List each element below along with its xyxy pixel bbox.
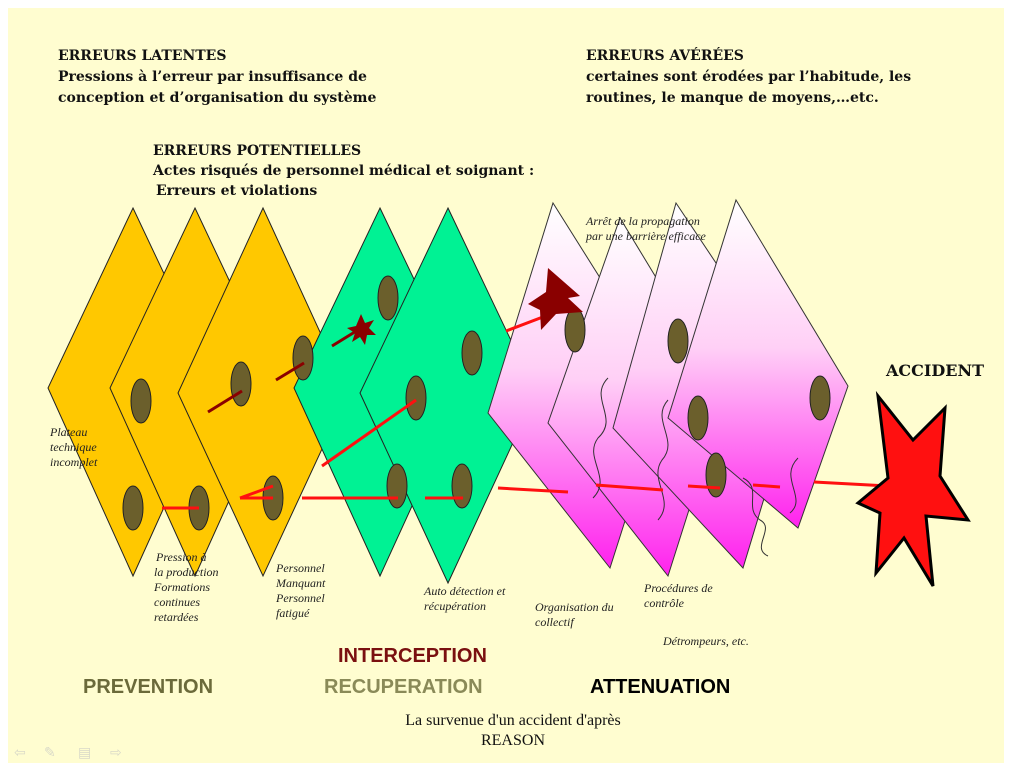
error-path-main bbox=[813, 480, 889, 488]
hole bbox=[405, 375, 427, 421]
proven-errors-line-2: routines, le manque de moyens,…etc. bbox=[586, 90, 879, 106]
proven-errors-line-1: certaines sont érodées par l’habitude, l… bbox=[586, 69, 912, 85]
stopped-arrow-icon bbox=[528, 268, 583, 330]
organisation-note-line-1: Organisation du bbox=[535, 600, 614, 614]
error-path-main bbox=[687, 484, 721, 490]
hole bbox=[386, 463, 408, 509]
phase-prevention: PREVENTION bbox=[83, 676, 214, 698]
pression-note-line-5: retardées bbox=[154, 610, 199, 624]
hole bbox=[461, 330, 483, 376]
latent-errors-title: ERREURS LATENTES bbox=[58, 48, 227, 64]
erosion-line-3 bbox=[742, 477, 769, 557]
potential-errors-title: ERREURS POTENTIELLES bbox=[153, 143, 362, 159]
personnel-note-line-4: fatigué bbox=[276, 606, 310, 620]
caption-line-2: REASON bbox=[480, 732, 545, 749]
phase-recuperation: RECUPERATION bbox=[324, 676, 483, 698]
blocked-path-3 bbox=[331, 328, 359, 348]
barrier-note-line-2: par une barrière efficace bbox=[586, 229, 706, 243]
hole bbox=[230, 361, 252, 407]
pression-note-line-1: Pression à bbox=[156, 550, 207, 564]
error-path-main bbox=[752, 483, 781, 489]
pression-note-line-4: continues bbox=[154, 595, 200, 609]
error-path-main bbox=[595, 483, 664, 492]
error-path-2 bbox=[321, 398, 417, 468]
hole bbox=[451, 463, 473, 509]
pen-icon[interactable]: ✎ bbox=[44, 745, 56, 761]
error-path-main bbox=[239, 484, 274, 500]
accident-star-icon bbox=[855, 390, 971, 587]
accident-label: ACCIDENT bbox=[886, 361, 984, 380]
personnel-note-line-1: Personnel bbox=[276, 561, 325, 575]
barrier-note-line-1: Arrêt de la propagation bbox=[586, 214, 700, 228]
hole bbox=[687, 395, 709, 441]
error-path-main bbox=[497, 486, 569, 494]
phase-attenuation: ATTENUATION bbox=[590, 676, 731, 698]
slide: ERREURS LATENTES Pressions à l’erreur pa… bbox=[8, 8, 1004, 763]
pression-note-line-2: la production bbox=[154, 565, 219, 579]
hole bbox=[292, 335, 314, 381]
potential-errors-line-2: Erreurs et violations bbox=[156, 183, 318, 199]
hole bbox=[809, 375, 831, 421]
latent-errors-line-2: conception et d’organisation du système bbox=[58, 90, 377, 106]
personnel-note-line-2: Manquant bbox=[276, 576, 326, 590]
detrompeurs-note: Détrompeurs, etc. bbox=[663, 634, 749, 648]
hole bbox=[130, 378, 152, 424]
attenuation-layer-4 bbox=[667, 198, 849, 529]
hole bbox=[122, 485, 144, 531]
pression-note-line-3: Formations bbox=[154, 580, 211, 594]
caption-line-1: La survenue d'un accident d'après bbox=[405, 712, 621, 729]
menu-icon[interactable]: ▤ bbox=[78, 745, 92, 761]
blocked-path-2 bbox=[275, 361, 305, 382]
hole bbox=[705, 452, 727, 498]
plateau-note-line-2: technique bbox=[50, 440, 97, 454]
procedures-note-line-2: contrôle bbox=[644, 596, 684, 610]
blocked-path-1 bbox=[207, 389, 243, 414]
auto-detection-note-line-2: récupération bbox=[424, 599, 486, 613]
phase-interception: INTERCEPTION bbox=[338, 645, 487, 667]
erosion-line-2 bbox=[657, 399, 669, 521]
prevention-layer-3 bbox=[177, 206, 349, 578]
swiss-cheese-diagram bbox=[47, 198, 971, 587]
proven-errors-title: ERREURS AVÉRÉES bbox=[586, 48, 744, 64]
plateau-note-line-1: Plateau bbox=[50, 425, 88, 439]
plateau-note-line-3: incomplet bbox=[50, 455, 98, 469]
hole bbox=[667, 318, 689, 364]
auto-detection-note-line-1: Auto détection et bbox=[424, 584, 506, 598]
arrow-left-icon[interactable]: ⇦ bbox=[14, 745, 26, 761]
organisation-note-line-2: collectif bbox=[535, 615, 574, 629]
procedures-note-line-1: Procédures de bbox=[644, 581, 713, 595]
personnel-note-line-3: Personnel bbox=[276, 591, 325, 605]
blocked-burst-icon bbox=[347, 314, 376, 345]
hole bbox=[377, 275, 399, 321]
arrow-right-icon[interactable]: ⇨ bbox=[110, 745, 122, 761]
erosion-line-4 bbox=[789, 457, 799, 514]
hole bbox=[564, 307, 586, 353]
potential-errors-line-1: Actes risqués de personnel médical et so… bbox=[153, 163, 535, 179]
erosion-line-1 bbox=[592, 377, 609, 499]
latent-errors-line-1: Pressions à l’erreur par insuffisance de bbox=[58, 69, 367, 85]
